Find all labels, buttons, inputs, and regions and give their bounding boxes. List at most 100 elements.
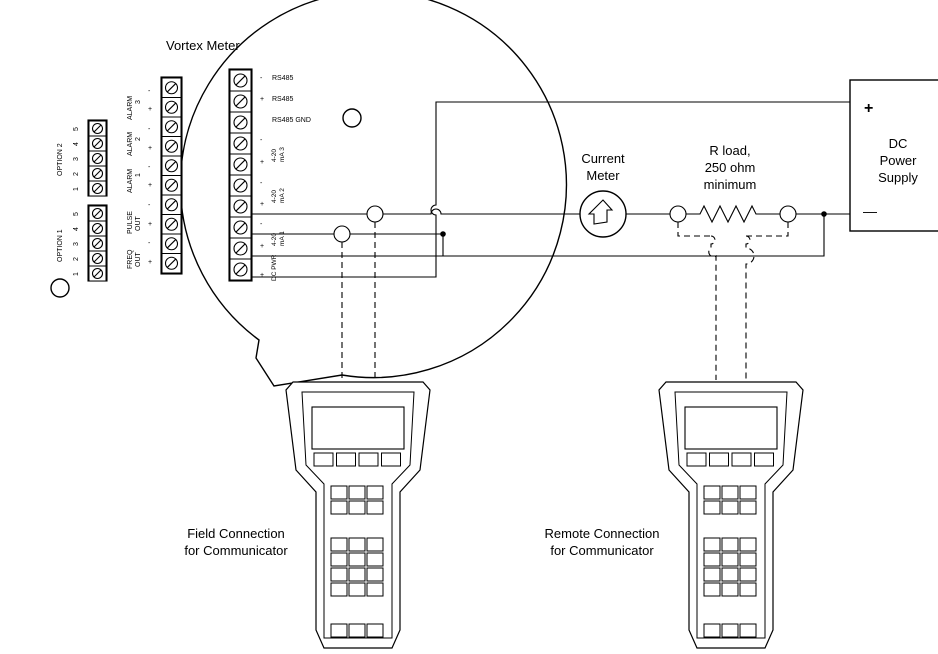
keypad-key: [330, 500, 348, 515]
function-key: [381, 452, 401, 467]
svg-text:4-20: 4-20: [271, 233, 278, 246]
svg-text:-: -: [260, 137, 263, 144]
svg-text:1: 1: [135, 173, 142, 177]
svg-text:-: -: [260, 221, 263, 228]
wiring: [252, 101, 850, 382]
svg-text:3: 3: [135, 100, 142, 104]
keypad-key: [366, 567, 384, 582]
function-key: [731, 452, 752, 467]
svg-text:-: -: [148, 202, 151, 209]
junction-dot-right: [821, 211, 827, 217]
svg-text:RS485: RS485: [272, 75, 294, 82]
keypad-key: [721, 567, 739, 582]
svg-text:OUT: OUT: [135, 252, 142, 268]
keypad-key: [330, 582, 348, 597]
communicator-screen: [684, 406, 778, 450]
option-terminal-number: 3: [73, 157, 80, 161]
function-key: [358, 452, 379, 467]
option-terminal-number: 4: [73, 227, 80, 231]
keypad-key: [366, 537, 384, 552]
keypad-key: [739, 623, 757, 638]
keypad-key: [366, 623, 384, 638]
communicator-screen: [311, 406, 405, 450]
r-load-value: 250 ohm: [705, 160, 756, 175]
svg-text:OPTION 2: OPTION 2: [57, 143, 64, 176]
svg-text:OUT: OUT: [135, 216, 142, 232]
keypad-key: [366, 582, 384, 597]
supply-plus-terminal: +: [864, 100, 873, 117]
vortex-meter-title: Vortex Meter: [166, 38, 240, 53]
keypad-key: [739, 552, 757, 567]
field-communicator: [285, 381, 431, 649]
svg-text:DC PWR: DC PWR: [271, 254, 278, 281]
svg-text:PULSE: PULSE: [127, 211, 134, 234]
option-terminal-number: 5: [73, 127, 80, 131]
keypad-key: [348, 537, 366, 552]
function-key: [709, 452, 729, 467]
r-load-label: R load,: [709, 143, 750, 158]
keypad-key: [348, 623, 366, 638]
option-terminal-number: 2: [73, 257, 80, 261]
keypad-key: [348, 552, 366, 567]
keypad-key: [330, 623, 348, 638]
keypad-key: [721, 623, 739, 638]
keypad-key: [330, 537, 348, 552]
keypad-key: [348, 567, 366, 582]
remote-connection-label: Remote Connection: [545, 526, 660, 541]
remote-connection-label-2: for Communicator: [550, 543, 654, 558]
field-connection-label-2: for Communicator: [184, 543, 288, 558]
svg-text:4-20: 4-20: [271, 149, 278, 162]
r-load-minimum: minimum: [704, 177, 757, 192]
keypad-key: [703, 485, 721, 500]
keypad-key: [739, 582, 757, 597]
svg-text:mA 3: mA 3: [279, 147, 286, 162]
svg-text:RS485: RS485: [272, 96, 294, 103]
keypad-key: [721, 500, 739, 515]
supply-label-2: Power: [880, 153, 918, 168]
svg-text:mA 2: mA 2: [279, 188, 286, 203]
keypad-key: [721, 537, 739, 552]
svg-text:+: +: [260, 201, 264, 208]
svg-text:+: +: [260, 96, 264, 103]
terminal-labels-middle: ALARM 3 -+ ALARM 2 -+ ALARM 1 -+ PULSE O…: [127, 88, 152, 269]
svg-text:+: +: [148, 259, 152, 266]
current-meter-label-2: Meter: [586, 168, 620, 183]
communicator-bezel: [674, 391, 788, 639]
keypad-key: [703, 567, 721, 582]
terminal-block-middle: [160, 76, 183, 275]
keypad-key: [703, 582, 721, 597]
option-terminal-number: 5: [73, 212, 80, 216]
keypad-key: [703, 537, 721, 552]
keypad-key: [721, 552, 739, 567]
keypad-key: [366, 500, 384, 515]
svg-text:-: -: [148, 164, 151, 171]
keypad-key: [330, 552, 348, 567]
keypad-key: [348, 582, 366, 597]
keypad-key: [739, 500, 757, 515]
keypad-key: [721, 485, 739, 500]
svg-text:-: -: [260, 75, 263, 82]
vortex-meter-housing: [179, 0, 568, 387]
junction-dot-left: [440, 231, 446, 237]
svg-text:mA 1: mA 1: [279, 231, 286, 246]
keypad-key: [739, 537, 757, 552]
svg-text:ALARM: ALARM: [127, 96, 134, 120]
svg-text:+: +: [148, 221, 152, 228]
keypad-key: [739, 485, 757, 500]
option-terminal-number: 1: [73, 187, 80, 191]
current-meter-label: Current: [581, 151, 625, 166]
supply-minus-terminal: —: [863, 203, 877, 219]
svg-text:+: +: [148, 145, 152, 152]
keypad-key: [739, 567, 757, 582]
keypad-key: [703, 500, 721, 515]
mounting-hole-left: [50, 278, 70, 298]
svg-text:-: -: [260, 180, 263, 187]
terminal-block-right: [228, 68, 253, 282]
function-key: [336, 452, 356, 467]
communicator-bezel: [301, 391, 415, 639]
supply-label-3: Supply: [878, 170, 918, 185]
keypad-key: [366, 485, 384, 500]
keypad-key: [330, 485, 348, 500]
